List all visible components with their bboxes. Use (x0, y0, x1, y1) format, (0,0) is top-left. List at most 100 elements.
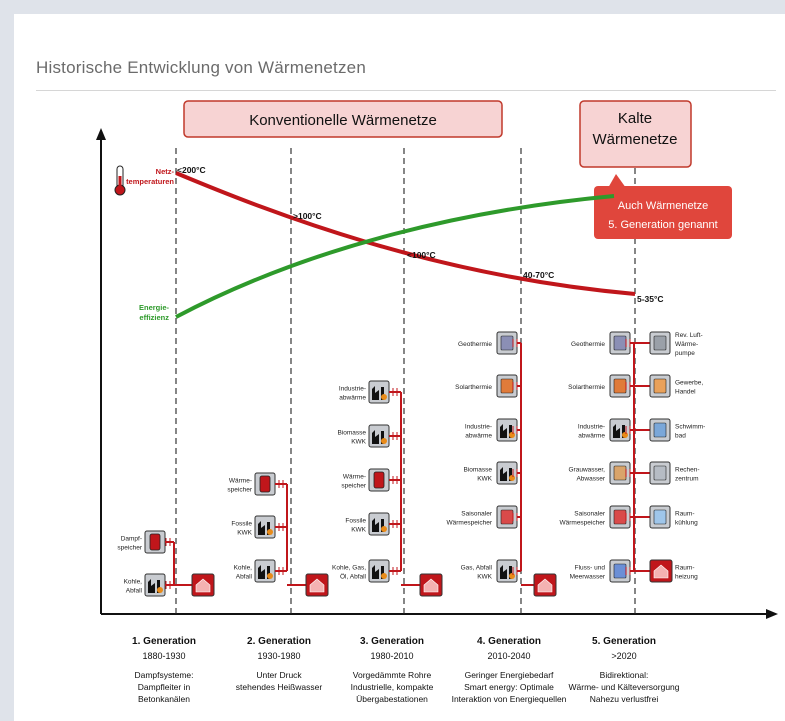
conventional-banner (183, 100, 503, 138)
generation-description: Dampfsysteme: (134, 670, 193, 680)
generation-description: Unter Druck (256, 670, 302, 680)
source-label: abwärme (578, 433, 605, 440)
factory-icon (144, 573, 166, 597)
source-label: Dampf- (121, 536, 142, 543)
generation-description: Bidirektional: (600, 670, 649, 680)
netz-label: Netz- (156, 167, 175, 176)
house-icon (533, 573, 557, 597)
source-label: speicher (227, 487, 252, 494)
temperature-label: 40-70°C (523, 270, 554, 280)
source-label: Kohle, Gas, (332, 565, 366, 572)
consumer-icon (649, 418, 671, 442)
source-label: Wärme- (343, 474, 366, 481)
house-icon (191, 573, 215, 597)
cold-banner-label: Wärmenetze (592, 131, 677, 148)
source-label: Fossile (231, 521, 252, 528)
factory-icon (609, 418, 631, 442)
callout-pointer (608, 174, 626, 188)
generation-name: 2. Generation (247, 636, 311, 647)
consumer-icon (649, 505, 671, 529)
source-label: speicher (117, 545, 142, 552)
temperature-label: <100°C (407, 250, 436, 260)
generation-years: >2020 (611, 651, 636, 661)
factory-icon (496, 418, 518, 442)
storage-tank-icon (368, 468, 390, 492)
generation-years: 1930-1980 (257, 651, 300, 661)
cold-banner-label: Kalte (618, 110, 652, 127)
generation-description: Wärme- und Kälteversorgung (568, 682, 679, 692)
generation-description: Geringer Energiebedarf (465, 670, 554, 680)
consumer-label: Gewerbe, (675, 380, 703, 387)
consumer-label: kühlung (675, 520, 698, 527)
generation-description: Betonkanälen (138, 694, 190, 704)
energie-label: Energie- (139, 303, 170, 312)
temperature-curve (175, 171, 636, 296)
factory-icon (496, 461, 518, 485)
generations-diagram: Konventionelle Wärmenetze KalteWärmenetze… (96, 100, 778, 704)
source-label: abwärme (339, 395, 366, 402)
source-icon (609, 559, 631, 583)
source-label: Geothermie (571, 341, 605, 348)
consumer-label: Raum- (675, 565, 695, 572)
source-label: Grauwasser, (569, 467, 606, 474)
source-label: Wärme- (229, 478, 252, 485)
page-title: Historische Entwicklung von Wärmenetzen (36, 58, 366, 77)
callout-text: 5. Generation genannt (608, 219, 717, 231)
source-label: abwärme (465, 433, 492, 440)
consumer-icon (649, 374, 671, 398)
source-label: Geothermie (458, 341, 492, 348)
generation-name: 5. Generation (592, 636, 656, 647)
title-divider (36, 90, 776, 91)
generation-description: Industrielle, kompakte (351, 682, 434, 692)
source-icon (609, 505, 631, 529)
consumer-icon (649, 461, 671, 485)
generation-description: Übergabestationen (356, 694, 428, 704)
factory-icon (254, 559, 276, 583)
factory-icon (254, 515, 276, 539)
source-label: Abfall (236, 574, 253, 581)
source-label: Fossile (345, 518, 366, 525)
factory-icon (496, 559, 518, 583)
source-icon (609, 461, 631, 485)
house-icon (649, 559, 673, 583)
generation-description: Interaktion von Energiequellen (452, 694, 567, 704)
source-label: KWK (351, 527, 366, 534)
consumer-label: zentrum (675, 476, 698, 483)
consumer-label: Raum- (675, 511, 695, 518)
diagram-frame: Historische Entwicklung von Wärmenetzen … (14, 14, 785, 721)
source-label: Kohle, (234, 565, 253, 572)
source-label: Öl, Abfall (340, 573, 367, 581)
netz-label: temperaturen (126, 177, 174, 186)
factory-icon (368, 380, 390, 404)
consumer-label: bad (675, 433, 686, 440)
source-icon (609, 331, 631, 355)
source-label: Abwasser (576, 476, 605, 483)
consumer-label: Handel (675, 389, 696, 396)
source-label: Biomasse (337, 430, 366, 437)
source-label: Solarthermie (568, 384, 605, 391)
consumer-label: pumpe (675, 350, 695, 357)
consumer-label: Wärme- (675, 341, 698, 348)
callout-text: Auch Wärmenetze (618, 200, 708, 212)
source-label: Abfall (126, 588, 143, 595)
generation-description: stehendes Heißwasser (236, 682, 323, 692)
source-label: Fluss- und (575, 565, 606, 572)
consumer-label: heizung (675, 574, 698, 581)
generation-name: 3. Generation (360, 636, 424, 647)
generation-description: Nahezu verlustfrei (590, 694, 659, 704)
generation-years: 1980-2010 (370, 651, 413, 661)
house-icon (305, 573, 329, 597)
factory-icon (368, 559, 390, 583)
cold-banner (579, 100, 692, 168)
source-label: Saisonaler (461, 511, 493, 518)
conventional-banner-label: Konventionelle Wärmenetze (249, 112, 437, 129)
efficiency-curve (175, 194, 615, 319)
consumer-label: Schwimm- (675, 424, 705, 431)
generation-description: Dampfleiter in (138, 682, 191, 692)
generation-name: 4. Generation (477, 636, 541, 647)
source-label: Solarthermie (455, 384, 492, 391)
energie-label: effizienz (139, 313, 169, 322)
source-label: KWK (237, 530, 252, 537)
generation-name: 1. Generation (132, 636, 196, 647)
source-label: KWK (477, 574, 492, 581)
